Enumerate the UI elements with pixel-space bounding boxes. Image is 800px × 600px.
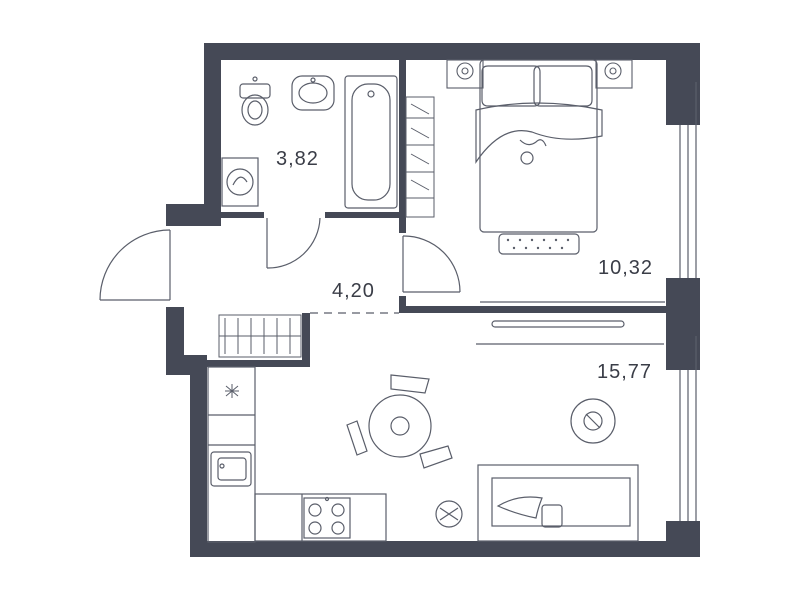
- chair-icon: [346, 374, 453, 469]
- windows: [679, 82, 697, 521]
- fan-icon: [225, 384, 239, 398]
- washing-machine-icon: [221, 157, 259, 207]
- double-bed-icon: [475, 59, 603, 233]
- stove-icon: [303, 496, 351, 539]
- bench-icon: [498, 233, 580, 255]
- bathtub-icon: [344, 75, 398, 209]
- walls: [166, 43, 700, 557]
- bathroom-area-label: 3,82: [276, 148, 319, 170]
- toilet-icon: [239, 76, 271, 126]
- robot-vacuum-icon: [435, 500, 463, 528]
- sofa-icon: [477, 464, 639, 542]
- nightstand-lamp-icon: [446, 59, 633, 89]
- bedroom-area-label: 10,32: [598, 257, 654, 279]
- living-kitchen-area-label: 15,77: [597, 361, 653, 383]
- bench-dots: [506, 238, 570, 250]
- doors: [99, 217, 461, 314]
- kitchen-sink-icon: [210, 451, 252, 487]
- niche-wardrobe-icon: [218, 314, 302, 358]
- sink-icon: [291, 75, 335, 111]
- dining-table-icon: [368, 394, 432, 458]
- hallway-area-label: 4,20: [332, 280, 375, 302]
- round-rug-icon: [570, 398, 616, 444]
- kitchen-counter: [207, 366, 387, 543]
- wardrobe-icon: [405, 96, 435, 218]
- tv-console-icon: [476, 320, 664, 345]
